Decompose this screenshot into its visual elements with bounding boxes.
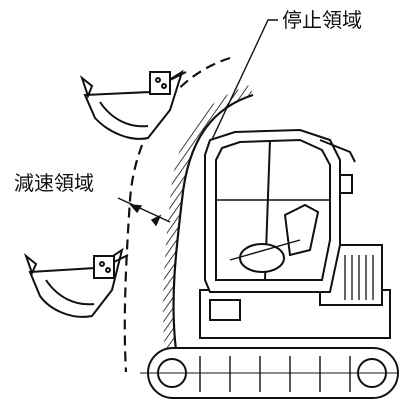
bucket-upper <box>79 69 187 140</box>
stop-zone-leader-line <box>207 19 278 149</box>
bucket-lower <box>23 247 129 318</box>
slowdown-zone-boundary <box>123 56 231 373</box>
slowdown-zone-label: 減速領域 <box>14 171 94 195</box>
slowdown-zone-arrow <box>117 197 171 227</box>
excavator <box>140 128 399 399</box>
stop-zone-label: 停止領域 <box>282 8 362 32</box>
